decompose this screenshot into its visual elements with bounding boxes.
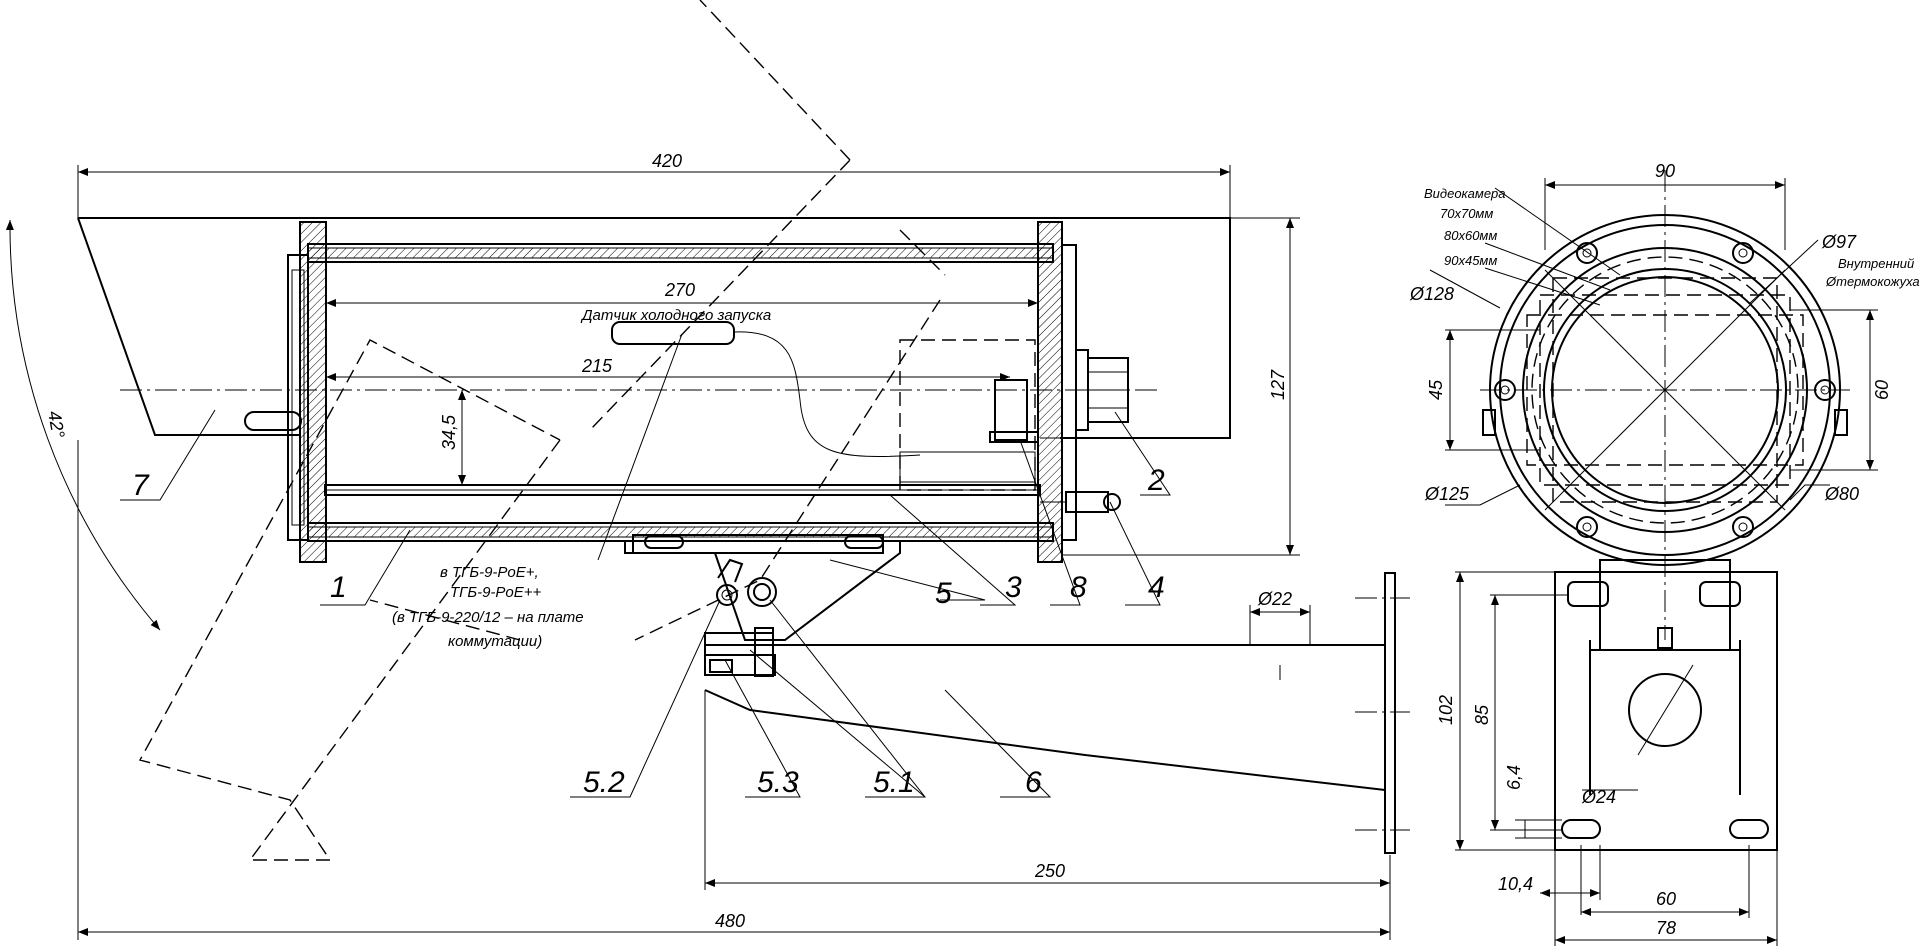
dim-10-4: 10,4 [1498, 874, 1533, 894]
pos-2: 2 [1147, 464, 1165, 497]
dim-24: Ø24 [1581, 787, 1616, 807]
front-view [1429, 170, 1878, 946]
note-line-3: (в ТГБ-9-220/12 – на плате [392, 609, 584, 626]
dim-128: Ø128 [1409, 284, 1454, 304]
thermostat-board [899, 339, 1039, 491]
dim-85: 85 [1472, 704, 1492, 725]
connectors [704, 558, 777, 677]
label-cam-80x60: 80х60мм [1444, 228, 1497, 243]
pos-5-1: 5.1 [873, 766, 915, 799]
cold-start-sensor [597, 321, 921, 561]
dimension-lines [77, 165, 1391, 940]
housing-body [287, 221, 1077, 641]
pos-3: 3 [1005, 571, 1022, 604]
pos-1: 1 [330, 571, 347, 604]
pos-6: 6 [1025, 766, 1042, 799]
pos-7: 7 [132, 469, 150, 502]
dim-60-horizontal: 60 [1656, 889, 1676, 909]
flange-bolts [1494, 242, 1836, 538]
dim-97: Ø97 [1821, 232, 1857, 252]
ground-bolt [1040, 491, 1121, 513]
front-dimensions [1445, 178, 1878, 946]
dim-60-vertical: 60 [1872, 380, 1892, 400]
pos-5-3: 5.3 [757, 766, 799, 799]
dim-127: 127 [1268, 369, 1288, 400]
dim-45: 45 [1426, 379, 1446, 400]
pos-5-2: 5.2 [583, 766, 625, 799]
label-inner-2: Øтермокожуха [1825, 274, 1920, 289]
mounting-plate [1554, 559, 1778, 851]
pos-8: 8 [1070, 571, 1087, 604]
dim-250: 250 [1034, 861, 1065, 881]
side-view [5, 0, 1410, 940]
pos-4: 4 [1148, 571, 1165, 604]
note-line-1: в ТГБ-9-PoE+, [440, 564, 539, 581]
note-line-4: коммутации) [448, 633, 542, 650]
leader-lines [120, 409, 1171, 798]
label-cold-start-sensor: Датчик холодного запуска [580, 307, 771, 324]
label-cam-70x70: 70х70мм [1440, 206, 1493, 221]
label-camera: Видеокамера [1424, 186, 1506, 201]
dim-270: 270 [664, 280, 695, 300]
note-line-2: ТГБ-9-PoE++ [450, 584, 542, 601]
tilted-housing-outline [138, 0, 946, 861]
dim-34-5: 34,5 [439, 414, 459, 450]
dim-102: 102 [1436, 695, 1456, 725]
dim-6-4: 6,4 [1504, 765, 1524, 790]
mounting-arm [704, 572, 1410, 854]
dim-90: 90 [1655, 161, 1675, 181]
dim-215: 215 [581, 356, 613, 376]
front-leaders [1429, 187, 1830, 506]
pos-5: 5 [935, 577, 952, 610]
dim-42-deg: 42° [44, 409, 68, 439]
cable-gland [1075, 349, 1129, 431]
dim-22: Ø22 [1257, 589, 1292, 609]
label-cam-90x45: 90х45мм [1444, 253, 1497, 268]
label-inner-1: Внутренний [1838, 256, 1914, 271]
dim-78: 78 [1656, 918, 1676, 938]
dim-125: Ø125 [1424, 484, 1470, 504]
dim-420: 420 [652, 151, 682, 171]
dim-80: Ø80 [1824, 484, 1859, 504]
dim-480: 480 [715, 911, 745, 931]
